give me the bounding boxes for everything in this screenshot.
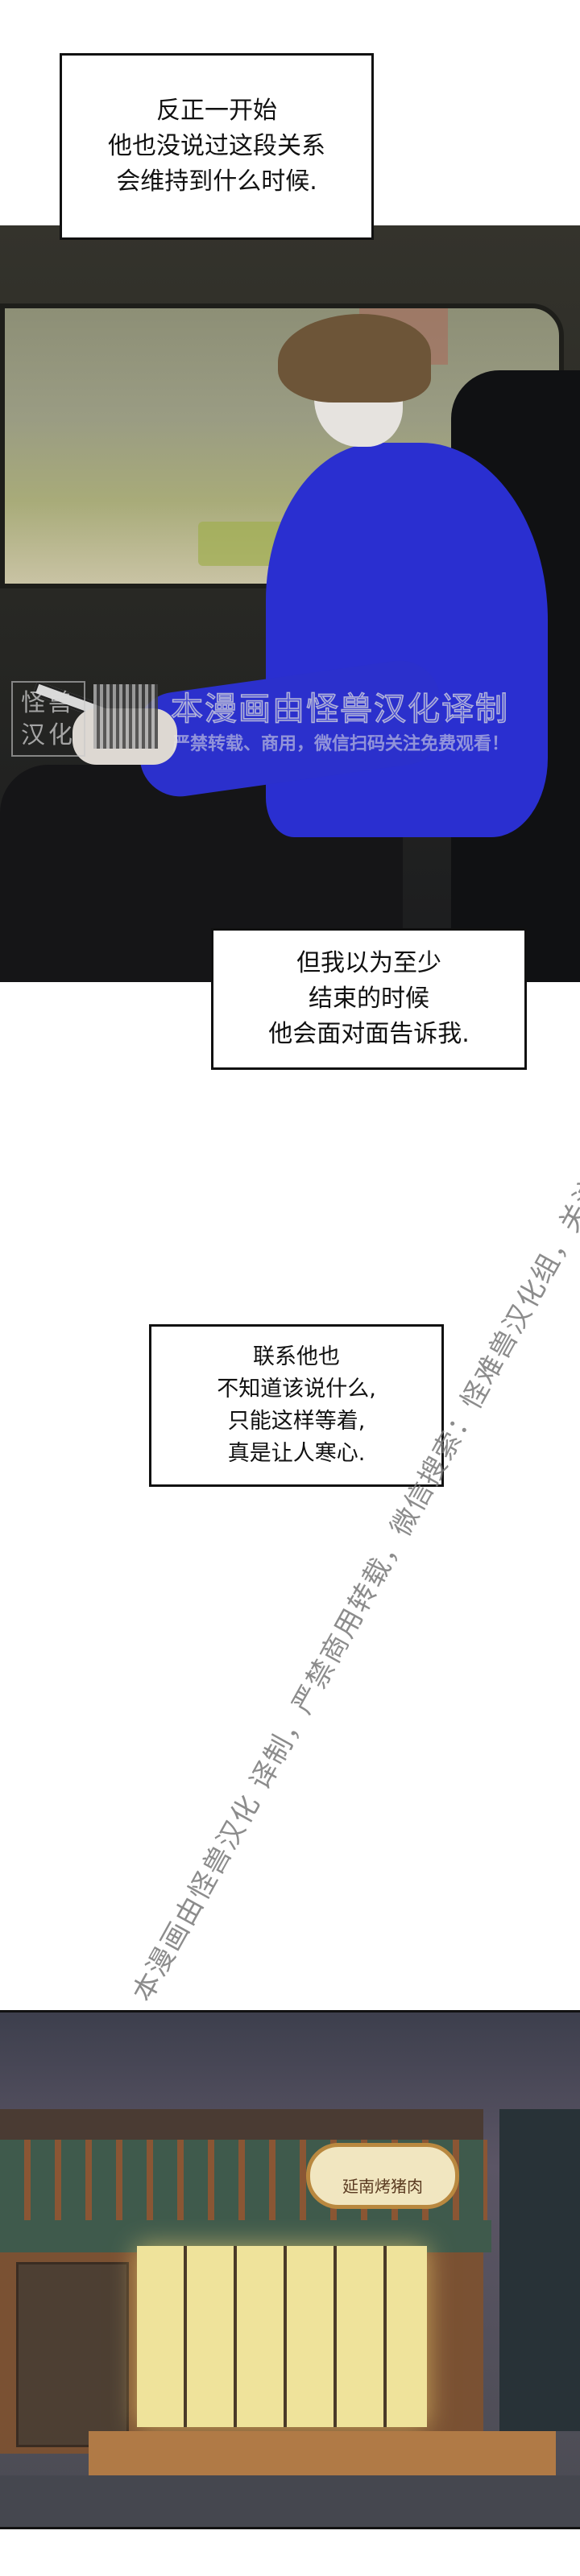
lit-shop-windows <box>137 2246 427 2427</box>
caption-line: 不知道该说什么, <box>217 1377 376 1402</box>
caption-1: 反正一开始 他也没说过这段关系 会维持到什么时候. <box>60 53 374 240</box>
caption-3: 联系他也 不知道该说什么, 只能这样等着, 真是让人寒心. <box>149 1324 444 1487</box>
caption-2: 但我以为至少 结束的时候 他会面对面告诉我. <box>211 928 527 1070</box>
wooden-deck <box>89 2431 556 2475</box>
watermark-title: 本漫画由怪兽汉化译制 <box>170 690 509 729</box>
staircase <box>499 2109 580 2431</box>
caption-line: 反正一开始 <box>156 97 277 125</box>
restaurant-night-panel: 延南烤猪肉 <box>0 2010 580 2529</box>
road <box>0 2475 580 2527</box>
building-roof <box>0 2109 483 2141</box>
caption-line: 联系他也 <box>253 1344 340 1369</box>
watermark-band: 怪兽汉化 本漫画由怪兽汉化译制 严禁转载、商用，微信扫码关注免费观看！ <box>11 681 551 768</box>
car-interior-panel: 怪兽汉化 本漫画由怪兽汉化译制 严禁转载、商用，微信扫码关注免费观看！ <box>0 225 580 982</box>
watermark-logo: 怪兽汉化 <box>11 681 85 757</box>
caption-line: 他会面对面告诉我. <box>268 1020 470 1048</box>
caption-line: 会维持到什么时候. <box>116 167 317 196</box>
shop-door <box>16 2262 129 2447</box>
shop-sign: 延南烤猪肉 <box>306 2143 459 2209</box>
man-hair <box>278 314 431 402</box>
shop-sign-text: 延南烤猪肉 <box>342 2177 423 2196</box>
caption-line: 真是让人寒心. <box>227 1441 366 1466</box>
watermark-subtitle: 严禁转载、商用，微信扫码关注免费观看！ <box>172 734 510 754</box>
caption-line: 结束的时候 <box>309 985 429 1013</box>
caption-line: 只能这样等着, <box>227 1409 366 1434</box>
qr-code-icon <box>93 684 158 749</box>
caption-line: 但我以为至少 <box>296 949 441 977</box>
caption-line: 他也没说过这段关系 <box>108 132 325 160</box>
